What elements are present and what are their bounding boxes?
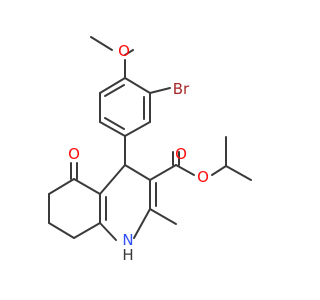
bromine-label: Br — [173, 80, 190, 98]
carbonyl-oxygen-label: O — [175, 145, 187, 163]
bond — [225, 165, 252, 181]
bond — [124, 77, 151, 94]
bond — [211, 165, 227, 176]
bond — [104, 84, 125, 97]
bond — [73, 178, 101, 195]
bond — [48, 178, 75, 195]
bond — [104, 117, 125, 130]
bond — [149, 164, 177, 181]
amine-hydrogen-label: H — [122, 246, 133, 264]
bond — [124, 49, 134, 56]
bond — [124, 121, 151, 137]
bond — [73, 222, 101, 239]
bond — [48, 222, 75, 239]
ester-oxygen-label: O — [197, 168, 209, 186]
bond — [99, 164, 126, 195]
bonds — [48, 36, 252, 241]
ketone-oxygen-label: O — [68, 145, 80, 163]
bond — [90, 36, 113, 51]
atom-labels: O Br O O O N H — [68, 42, 209, 264]
bond — [124, 164, 151, 181]
methoxy-oxygen-label: O — [118, 42, 130, 60]
bond — [133, 208, 151, 239]
amine-nitrogen-label: N — [122, 231, 133, 249]
bond — [149, 87, 171, 94]
bond — [175, 164, 195, 176]
molecule-canvas: O Br O O O N H — [48, 36, 252, 264]
bond — [99, 121, 126, 137]
bond — [99, 222, 117, 241]
structure-diagram: O Br O O O N H — [48, 36, 252, 264]
bond — [149, 208, 177, 225]
bond — [99, 77, 126, 94]
